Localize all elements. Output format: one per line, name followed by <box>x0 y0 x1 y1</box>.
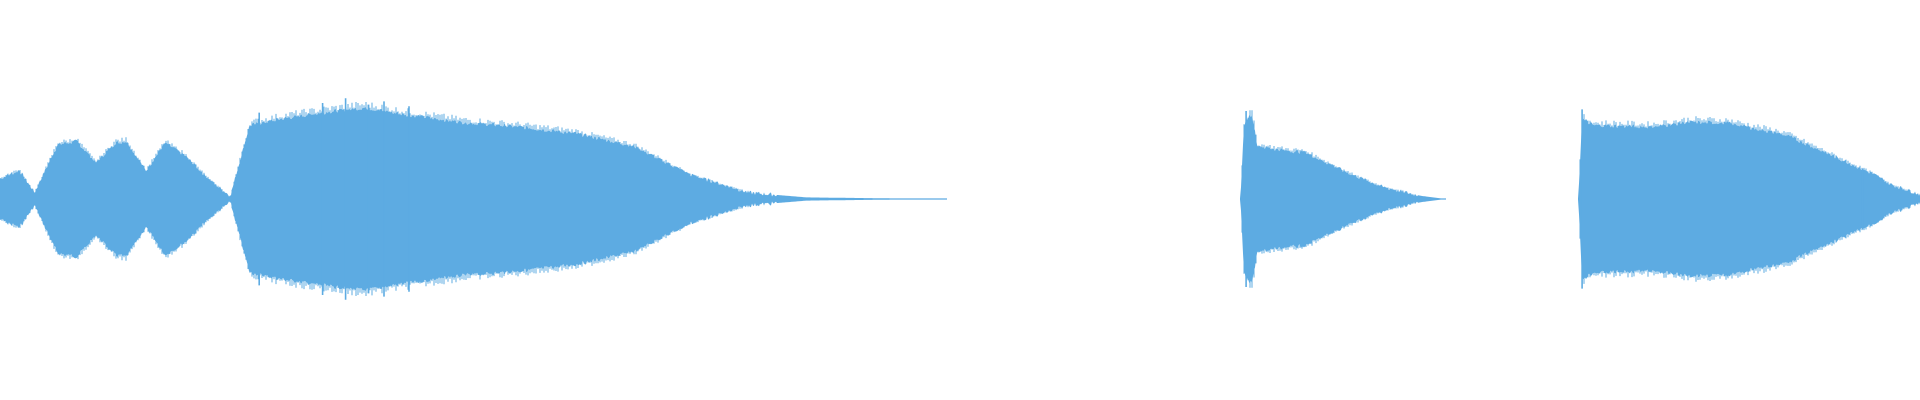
waveform-segment-3 <box>1578 109 1920 289</box>
waveform-envelope <box>1240 113 1446 285</box>
waveform-segment-1 <box>0 98 947 300</box>
waveform-segment-2 <box>1240 110 1446 288</box>
waveform-envelope <box>1578 118 1920 280</box>
